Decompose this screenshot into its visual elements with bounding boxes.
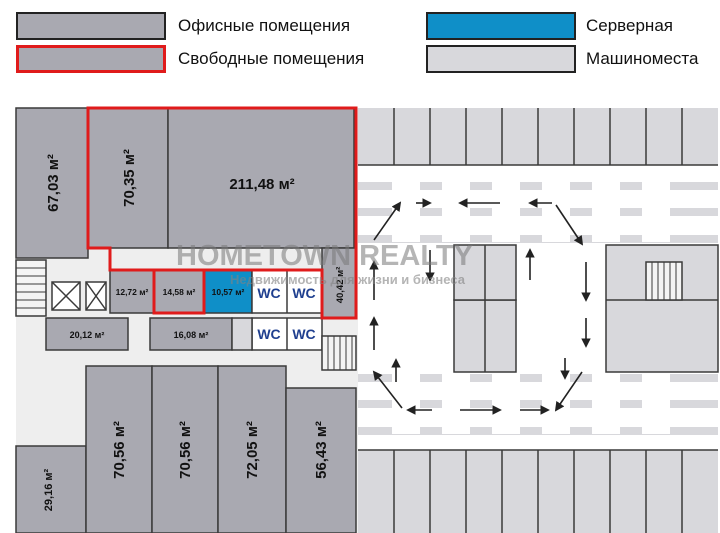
legend-server-swatch [426, 12, 576, 40]
watermark-subtitle: Недвижимость для жизни и бизнеса [230, 272, 465, 287]
room-r5 [153, 269, 205, 314]
label-r13: 72,05 м² [244, 421, 261, 479]
wc-label-2: WC [292, 285, 315, 301]
label-r7: 40,42 м² [335, 267, 346, 304]
wc-label-1: WC [257, 285, 280, 301]
wc-label-3: WC [257, 326, 280, 342]
free-space-outlines [86, 106, 358, 320]
legend-server-label: Серверная [586, 16, 673, 35]
wc-labels: WC WC WC WC [257, 285, 315, 342]
free-outline-main [86, 106, 358, 320]
stairs-left [15, 259, 47, 317]
legend-parking-swatch [426, 45, 576, 73]
label-r6: 10,57 м² [212, 287, 245, 297]
label-r5: 14,58 м² [163, 287, 196, 297]
room-r14 [285, 387, 357, 533]
label-r10: 29,16 м² [43, 468, 55, 511]
label-r14: 56,43 м² [313, 421, 330, 479]
label-r3: 211,48 м² [229, 176, 294, 193]
building-core [15, 259, 357, 371]
stairs-center [321, 335, 357, 371]
label-r1: 67,03 м² [45, 154, 62, 212]
traffic-arrows [369, 198, 591, 415]
legend-office-swatch [16, 12, 166, 40]
legend-office-label: Офисные помещения [178, 16, 351, 35]
label-r8: 20,12 м² [70, 330, 105, 340]
legend-free-swatch [16, 45, 166, 73]
legend-parking-label: Машиноместа [586, 49, 699, 68]
parking-area [358, 108, 719, 533]
room-labels: 67,03 м² 70,35 м² 211,48 м² 12,72 м² 14,… [43, 149, 346, 511]
room-r11 [85, 365, 153, 533]
label-r4: 12,72 м² [116, 287, 149, 297]
watermark-title: HOMETOWN REALTY [176, 240, 473, 272]
room-r8 [45, 317, 129, 351]
wc-label-4: WC [292, 326, 315, 342]
room-r3 [167, 107, 355, 249]
label-r9: 16,08 м² [174, 330, 209, 340]
label-r12: 70,56 м² [177, 421, 194, 479]
legend-free-label: Свободные помещения [178, 49, 365, 68]
label-r11: 70,56 м² [111, 421, 128, 479]
parking-stalls-bottom [358, 449, 718, 533]
free-outline-r5 [152, 268, 206, 315]
room-r4 [109, 269, 155, 314]
parking-stalls-top [358, 108, 718, 166]
label-r2: 70,35 м² [121, 149, 138, 207]
